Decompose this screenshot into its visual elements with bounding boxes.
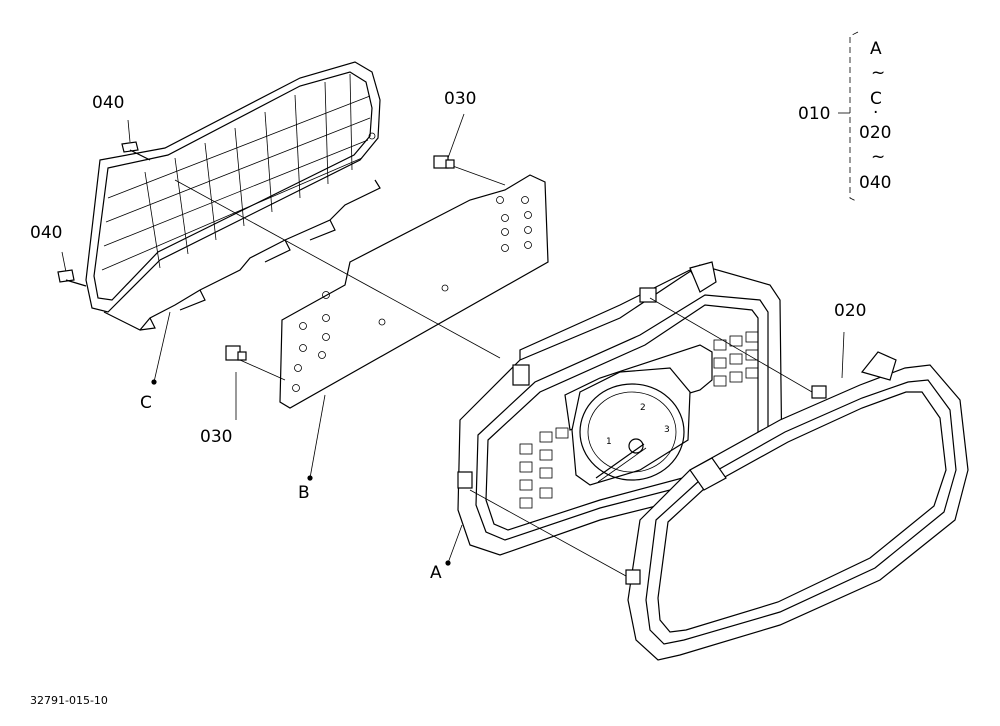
label-c: C (140, 393, 152, 413)
grid-lines (101, 73, 371, 271)
dial-number-1: 1 (606, 437, 612, 447)
assembly-legend: A ~ C · 020 ~ 040 (859, 39, 891, 193)
legend-line2: C (870, 89, 882, 109)
label-020: 020 (834, 301, 866, 321)
label-010: 010 (798, 104, 830, 124)
label-030-top: 030 (444, 89, 476, 109)
board-holes (292, 196, 532, 392)
legend-line4: 040 (859, 173, 891, 193)
leader-lines (61, 31, 859, 577)
grid-cover-part-c (85, 61, 381, 331)
label-040-top: 040 (92, 93, 124, 113)
legend-dot: · (873, 103, 878, 123)
bulb-socket-030-top (433, 155, 455, 169)
label-b: B (298, 483, 310, 503)
dial-number-2: 2 (640, 403, 646, 413)
screw-040-left (57, 269, 87, 287)
legend-tilde2: ~ (871, 147, 885, 167)
label-030-bottom: 030 (200, 427, 232, 447)
legend-line1: A (870, 39, 882, 59)
screw-040-top (121, 141, 151, 161)
label-a: A (430, 563, 442, 583)
dial-number-3: 3 (664, 425, 670, 435)
leader-dots (151, 379, 451, 566)
bulb-socket-030-bottom (225, 345, 247, 361)
lens-cover-part-020 (625, 351, 969, 661)
warning-lamps (519, 331, 759, 509)
gauge-dial-numbers: 1 2 3 (606, 403, 670, 447)
legend-line3: 020 (859, 123, 891, 143)
circuit-board-part-b (279, 174, 549, 409)
label-040-left: 040 (30, 223, 62, 243)
figure-id: 32791-015-10 (30, 694, 108, 707)
legend-tilde1: ~ (871, 63, 885, 83)
